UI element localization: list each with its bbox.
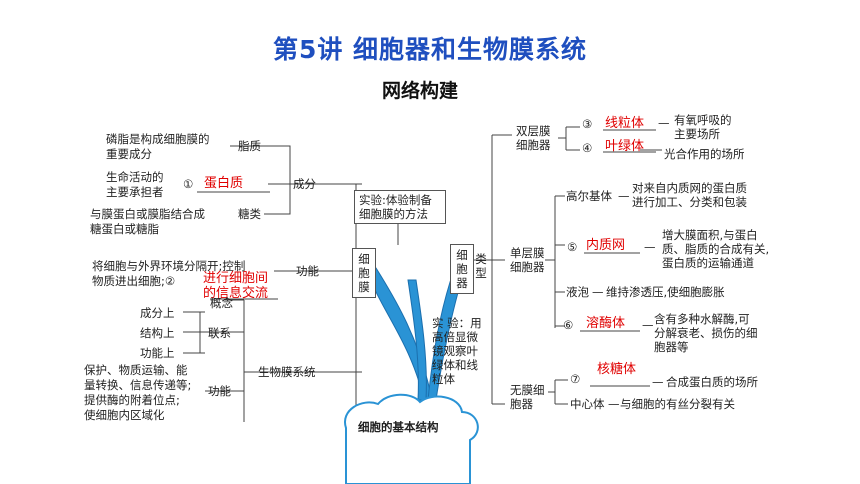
- ribo-desc: 合成蛋白质的场所: [666, 375, 758, 389]
- system-func-desc-line2: 量转换、信息传递等;: [84, 378, 192, 392]
- blank1-answer: 蛋白质: [204, 176, 244, 191]
- experiment2-line5: 粒体: [432, 372, 455, 386]
- lyso-desc-line2: 分解衰老、损伤的细: [654, 326, 758, 340]
- experiment2-line3: 镜观察叶: [432, 344, 478, 358]
- system-func-desc-line3: 提供酶的附着位点;: [84, 393, 180, 407]
- struct-up-label: 结构上: [140, 326, 175, 340]
- golgi-label: 高尔基体: [566, 189, 612, 203]
- blank1-number: ①: [183, 177, 194, 191]
- cell-membrane-box: 细胞膜: [352, 248, 376, 298]
- experiment1-box: 实验:体验制备 细胞膜的方法: [354, 190, 446, 224]
- function-label: 功能: [296, 264, 319, 278]
- relation-label: 联系: [208, 326, 231, 340]
- mito-desc-prefix: —: [658, 116, 670, 130]
- concept-label: 概念: [210, 296, 233, 310]
- golgi-dash: —: [618, 189, 630, 203]
- system-func-label: 功能: [208, 384, 231, 398]
- chloro-desc: 光合作用的场所: [664, 147, 745, 161]
- lyso-dash: —: [642, 318, 654, 332]
- function-desc-line2: 物质进出细胞;②: [92, 274, 176, 288]
- type-label: 类型: [475, 252, 487, 280]
- vacuole-label: 液泡: [566, 285, 589, 299]
- blank7-answer: 核糖体: [597, 362, 637, 377]
- lipid-desc-line2: 重要成分: [106, 147, 152, 161]
- centro-dash: —: [608, 397, 620, 411]
- blank7-number: ⑦: [570, 372, 581, 386]
- golgi-desc-line1: 对来自内质网的蛋白质: [632, 181, 747, 195]
- organelle-box: 细胞器: [450, 244, 474, 294]
- golgi-desc-line2: 进行加工、分类和包装: [632, 195, 747, 209]
- cell-membrane-label: 细胞膜: [358, 252, 370, 294]
- lipid-desc-line1: 磷脂是构成细胞膜的: [106, 132, 210, 146]
- section-subtitle: 网络构建: [382, 80, 459, 102]
- double-membrane-label: 双层膜细胞器: [516, 124, 551, 152]
- er-desc-line1: 增大膜面积,与蛋白: [662, 228, 758, 242]
- blank2-answer-line2: 的信息交流: [203, 286, 269, 301]
- lyso-desc-line3: 胞器等: [654, 340, 689, 354]
- vacuole-desc: 维持渗透压,使细胞膨胀: [606, 285, 725, 299]
- blank5-number: ⑤: [567, 240, 578, 254]
- er-desc-line3: 蛋白质的运输通道: [662, 256, 754, 270]
- mito-desc-line1: 有氧呼吸的: [674, 113, 732, 127]
- er-desc-line2: 质、脂质的合成有关,: [662, 242, 770, 256]
- protein-desc-line2: 主要承担者: [106, 185, 164, 199]
- comp-up-label: 成分上: [140, 306, 175, 320]
- experiment2-line4: 绿体和线: [432, 358, 478, 372]
- blank4-answer: 叶绿体: [605, 139, 645, 154]
- sugar-desc-line1: 与膜蛋白或膜脂结合成: [90, 207, 205, 221]
- experiment2-line1: 实 验：用: [432, 316, 482, 330]
- er-dash: —: [644, 240, 656, 254]
- func-up-label: 功能上: [140, 346, 175, 360]
- mito-desc-line2: 主要场所: [674, 127, 720, 141]
- lyso-desc-line1: 含有多种水解酶,可: [654, 312, 750, 326]
- experiment1-line2: 细胞膜的方法: [359, 207, 428, 221]
- composition-label: 成分: [293, 177, 316, 191]
- centro-label: 中心体: [570, 397, 605, 411]
- blank5-answer: 内质网: [586, 238, 626, 253]
- centro-desc: 与细胞的有丝分裂有关: [620, 397, 735, 411]
- vacuole-dash: —: [592, 285, 604, 299]
- biomembrane-system-label: 生物膜系统: [258, 365, 316, 379]
- system-func-desc-line1: 保护、物质运输、能: [84, 363, 188, 377]
- blank6-number: ⑥: [563, 318, 574, 332]
- lipid-label: 脂质: [238, 139, 261, 153]
- page-title: 第5讲 细胞器和生物膜系统: [272, 35, 588, 64]
- ribo-dash: —: [652, 375, 664, 389]
- blank6-answer: 溶酶体: [586, 316, 626, 331]
- protein-desc-line1: 生命活动的: [106, 170, 164, 184]
- single-membrane-label: 单层膜细胞器: [510, 246, 545, 274]
- sugar-label: 糖类: [238, 207, 261, 221]
- experiment2-line2: 高倍显微: [432, 330, 478, 344]
- system-func-desc-line4: 使细胞内区域化: [84, 408, 165, 422]
- experiment1-line1: 实验:体验制备: [359, 193, 432, 207]
- blank4-number: ④: [582, 141, 593, 155]
- blank3-answer: 线粒体: [605, 116, 645, 131]
- organelle-label: 细胞器: [456, 248, 468, 290]
- basic-structure-label: 细胞的基本结构: [358, 420, 439, 434]
- non-membrane-label: 无膜细胞器: [510, 383, 545, 411]
- sugar-desc-line2: 糖蛋白或糖脂: [90, 222, 159, 236]
- blank3-number: ③: [582, 117, 593, 131]
- blank2-answer-line1: 进行细胞间: [203, 271, 269, 286]
- function-desc-line1: 将细胞与外界环境分隔开;控制: [92, 259, 246, 273]
